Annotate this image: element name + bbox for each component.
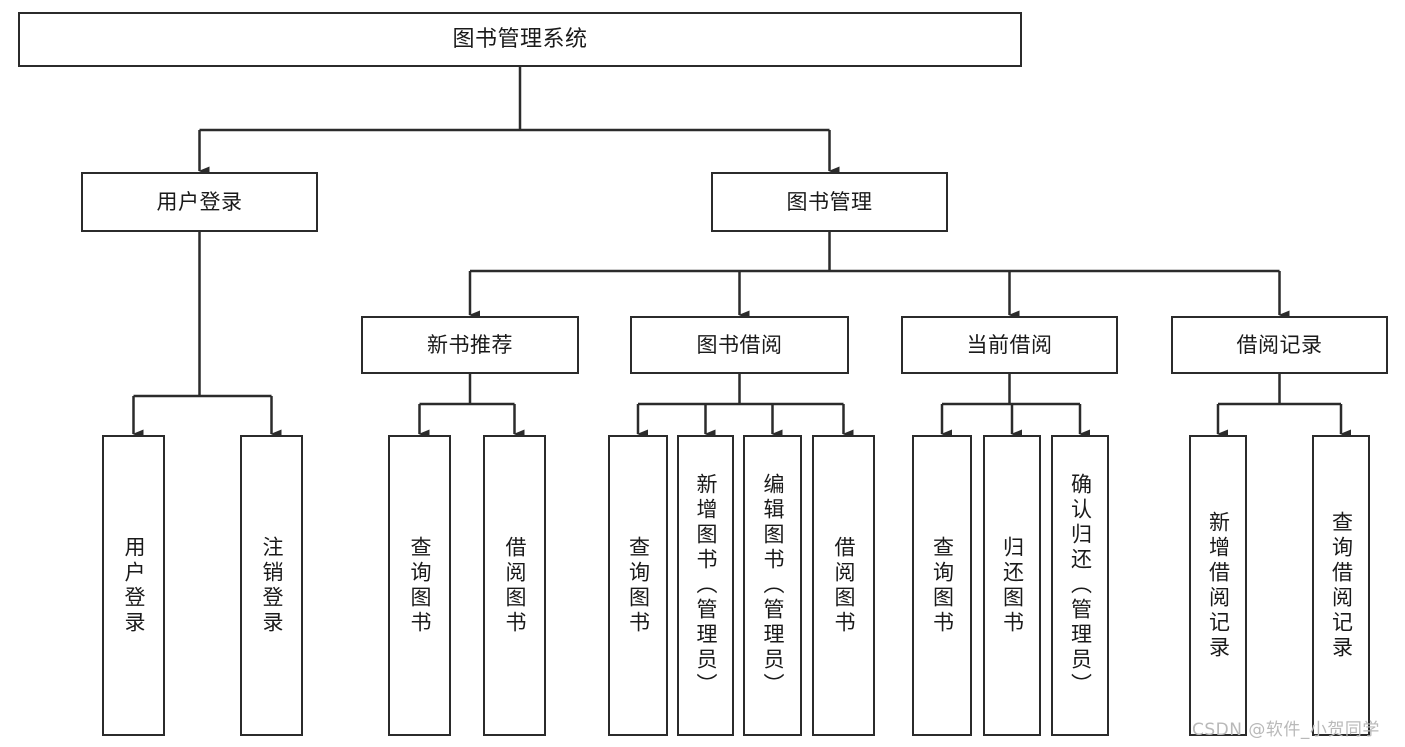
node-label-leaf-query-record: 查询借阅记录 — [1329, 510, 1354, 661]
node-label-new-book-rec: 新书推荐 — [427, 332, 513, 357]
node-label-borrow-record: 借阅记录 — [1236, 332, 1323, 357]
node-label-book-manage: 图书管理 — [786, 189, 873, 214]
node-label-user-login: 用户登录 — [156, 189, 243, 214]
node-label-root: 图书管理系统 — [452, 26, 588, 52]
node-new-book-rec: 新书推荐 — [361, 316, 579, 374]
node-leaf-add-book: 新增图书（管理员） — [677, 435, 734, 736]
node-leaf-query-record: 查询借阅记录 — [1312, 435, 1370, 736]
node-label-leaf-query-book-cur: 查询图书 — [930, 535, 955, 636]
node-label-leaf-query-book-rec: 查询图书 — [408, 535, 432, 636]
node-root: 图书管理系统 — [18, 12, 1022, 67]
node-leaf-query-book-brw: 查询图书 — [608, 435, 668, 736]
node-leaf-return-book: 归还图书 — [983, 435, 1041, 736]
node-label-leaf-return-book: 归还图书 — [1000, 535, 1025, 636]
node-book-borrow: 图书借阅 — [630, 316, 849, 374]
node-user-login: 用户登录 — [81, 172, 318, 232]
node-book-manage: 图书管理 — [711, 172, 948, 232]
node-leaf-user-logout: 注销登录 — [240, 435, 303, 736]
node-leaf-borrow-book-rec: 借阅图书 — [483, 435, 546, 736]
node-label-leaf-confirm-return: 确认归还（管理员） — [1068, 473, 1093, 698]
node-label-leaf-query-book-brw: 查询图书 — [626, 535, 651, 636]
node-label-leaf-add-record: 新增借阅记录 — [1206, 510, 1231, 661]
connector-group — [132, 67, 1351, 439]
node-label-leaf-user-login: 用户登录 — [122, 535, 146, 636]
node-borrow-record: 借阅记录 — [1171, 316, 1388, 374]
node-leaf-confirm-return: 确认归还（管理员） — [1051, 435, 1109, 736]
node-label-leaf-edit-book: 编辑图书（管理员） — [761, 473, 785, 698]
node-leaf-edit-book: 编辑图书（管理员） — [743, 435, 802, 736]
node-label-leaf-add-book: 新增图书（管理员） — [694, 473, 718, 698]
node-label-book-borrow: 图书借阅 — [696, 332, 783, 357]
node-current-borrow: 当前借阅 — [901, 316, 1118, 374]
node-label-leaf-borrow-book-brw: 借阅图书 — [832, 535, 856, 636]
node-label-leaf-user-logout: 注销登录 — [260, 535, 284, 636]
node-leaf-add-record: 新增借阅记录 — [1189, 435, 1247, 736]
node-label-current-borrow: 当前借阅 — [966, 332, 1053, 357]
node-leaf-user-login: 用户登录 — [102, 435, 165, 736]
node-leaf-query-book-cur: 查询图书 — [912, 435, 972, 736]
node-leaf-query-book-rec: 查询图书 — [388, 435, 451, 736]
node-label-leaf-borrow-book-rec: 借阅图书 — [503, 535, 527, 636]
node-leaf-borrow-book-brw: 借阅图书 — [812, 435, 875, 736]
